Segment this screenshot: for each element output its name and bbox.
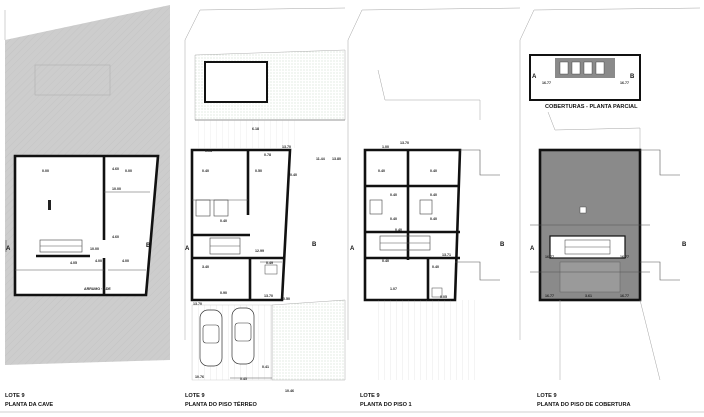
dim-label: 0.00	[125, 169, 132, 173]
dim-label: 0.40	[220, 219, 227, 223]
sheet-cave: ARRUMO · ADE 0.00 4.60 0.00 10.00 4.60 1…	[4, 5, 170, 408]
dim-label: 0.05	[440, 295, 447, 299]
dim-label: 0.40	[430, 217, 437, 221]
dim-label: 13.70	[193, 302, 202, 306]
dim-label: 0.40	[202, 169, 209, 173]
sheet-piso-terreo: 0.01 6.18 0.78 13.70 11.44 13.80 0.40 0.…	[184, 7, 346, 408]
dim-label: 0.40	[290, 173, 297, 177]
lote-label: LOTE 9	[5, 393, 25, 399]
dim-label: 6.18	[252, 127, 259, 131]
dim-label: 0.40	[430, 193, 437, 197]
dim-label: 0.49	[266, 261, 273, 265]
dim-label: 0.40	[390, 193, 397, 197]
dim-label: 1.07	[390, 287, 397, 291]
dim-label: 16.77	[620, 294, 629, 298]
dim-label: 16.77	[620, 255, 629, 259]
section-mark-a: A	[532, 74, 537, 80]
dim-label: 10.00	[112, 187, 121, 191]
dim-label: 0.40	[382, 259, 389, 263]
dim-label: 13.80	[332, 157, 341, 161]
section-mark-b: B	[312, 242, 317, 248]
section-mark-b: B	[146, 243, 151, 249]
inset-title: COBERTURAS - PLANTA PARCIAL	[545, 104, 638, 110]
pool	[204, 61, 268, 103]
driveway	[191, 299, 346, 381]
sheet-piso-1: 1.00 13.70 0.40 0.40 0.40 0.40 0.40 0.40…	[347, 7, 521, 408]
dim-label: 16.77	[545, 255, 554, 259]
section-mark-b: B	[682, 242, 687, 248]
partial-roof-inset: 16.77 16.77 A B	[529, 54, 641, 101]
plan-title: PLANTA DA CAVE	[5, 402, 53, 408]
dim-label: 13.71	[442, 253, 451, 257]
ground-floor-plan	[190, 148, 292, 302]
dim-label: 0.00	[42, 169, 49, 173]
outdoor-court	[34, 64, 111, 96]
lote-label: LOTE 9	[360, 393, 380, 399]
plan-title: PLANTA DO PISO DE COBERTURA	[537, 402, 631, 408]
section-mark-a: A	[350, 246, 355, 252]
basement-plan	[13, 154, 160, 297]
dim-label: 10.46	[285, 389, 294, 393]
dim-label: 1.00	[382, 145, 389, 149]
section-mark-b: B	[500, 242, 505, 248]
dim-label: 0.40	[390, 217, 397, 221]
dim-label: 0.01	[205, 149, 212, 153]
sheet-cobertura: 16.77 16.77 A B COBERTURAS - PLANTA PARC…	[519, 7, 701, 408]
dim-label: 0.40	[432, 265, 439, 269]
dim-label: 0.40	[395, 228, 402, 232]
dim-label: 16.77	[542, 81, 551, 85]
dim-label: 13.70	[400, 141, 409, 145]
dim-label: 11.44	[316, 157, 325, 161]
dim-label: 4.00	[122, 259, 129, 263]
dim-label: 13.70	[264, 294, 273, 298]
dim-label: 16.77	[545, 294, 554, 298]
dim-label: 10.00	[90, 247, 99, 251]
plan-title: PLANTA DO PISO TÉRREO	[185, 400, 257, 408]
dim-label: 13.70	[282, 145, 291, 149]
plan-title: PLANTA DO PISO 1	[360, 402, 412, 408]
dim-label: 4.60	[112, 167, 119, 171]
car-icon	[199, 309, 223, 367]
section-mark-a: A	[530, 246, 535, 252]
dim-label: 3.61	[585, 294, 592, 298]
dim-label: 0.50	[283, 297, 290, 301]
lote-label: LOTE 9	[185, 393, 205, 399]
dim-label: 3.40	[202, 265, 209, 269]
lote-label: LOTE 9	[537, 393, 557, 399]
dim-label: 0.40	[430, 169, 437, 173]
dim-label: 0.40	[378, 169, 385, 173]
section-mark-a: A	[185, 246, 190, 252]
dim-label: 12.99	[255, 249, 264, 253]
dim-label: 4.05	[70, 261, 77, 265]
dim-label: 0.90	[220, 291, 227, 295]
dim-label: 4.60	[112, 235, 119, 239]
room-label: ARRUMO · ADE	[84, 287, 111, 291]
dim-label: 0.78	[264, 153, 271, 157]
section-mark-a: A	[6, 246, 11, 252]
dim-label: 0.50	[255, 169, 262, 173]
section-mark-b: B	[630, 74, 635, 80]
dim-label: 4.00	[95, 259, 102, 263]
dim-label: 16.77	[620, 81, 629, 85]
car-icon	[231, 307, 255, 365]
